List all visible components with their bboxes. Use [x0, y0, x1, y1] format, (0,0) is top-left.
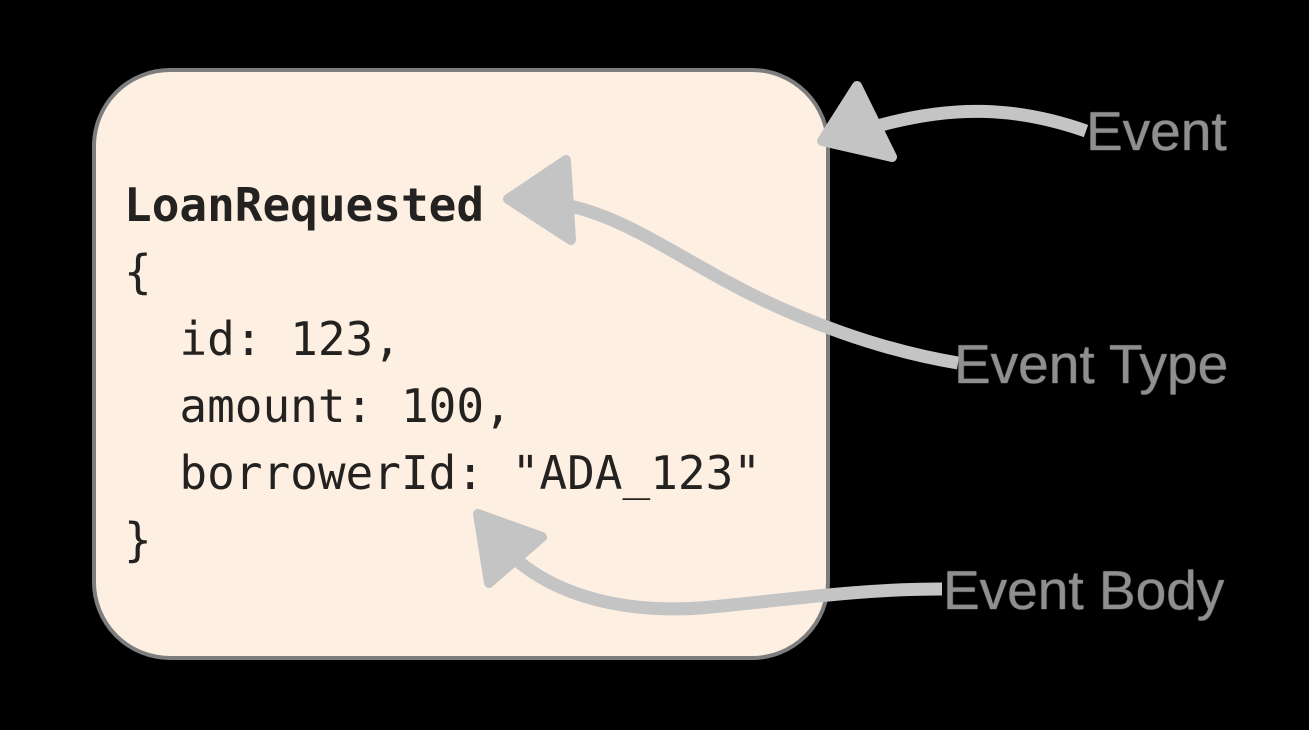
event-body-code: { id: 123, amount: 100, borrowerId: "ADA…	[124, 245, 761, 567]
event-arrow-line	[872, 104, 1089, 138]
event-arrow-head-icon	[817, 81, 897, 162]
event-type-name: LoanRequested	[124, 178, 485, 232]
label-event: Event	[1086, 100, 1227, 162]
event-code: LoanRequested { id: 123, amount: 100, bo…	[124, 172, 761, 574]
label-event-type: Event Type	[954, 333, 1229, 395]
label-event-body: Event Body	[943, 559, 1225, 621]
event-card: LoanRequested { id: 123, amount: 100, bo…	[92, 68, 830, 660]
